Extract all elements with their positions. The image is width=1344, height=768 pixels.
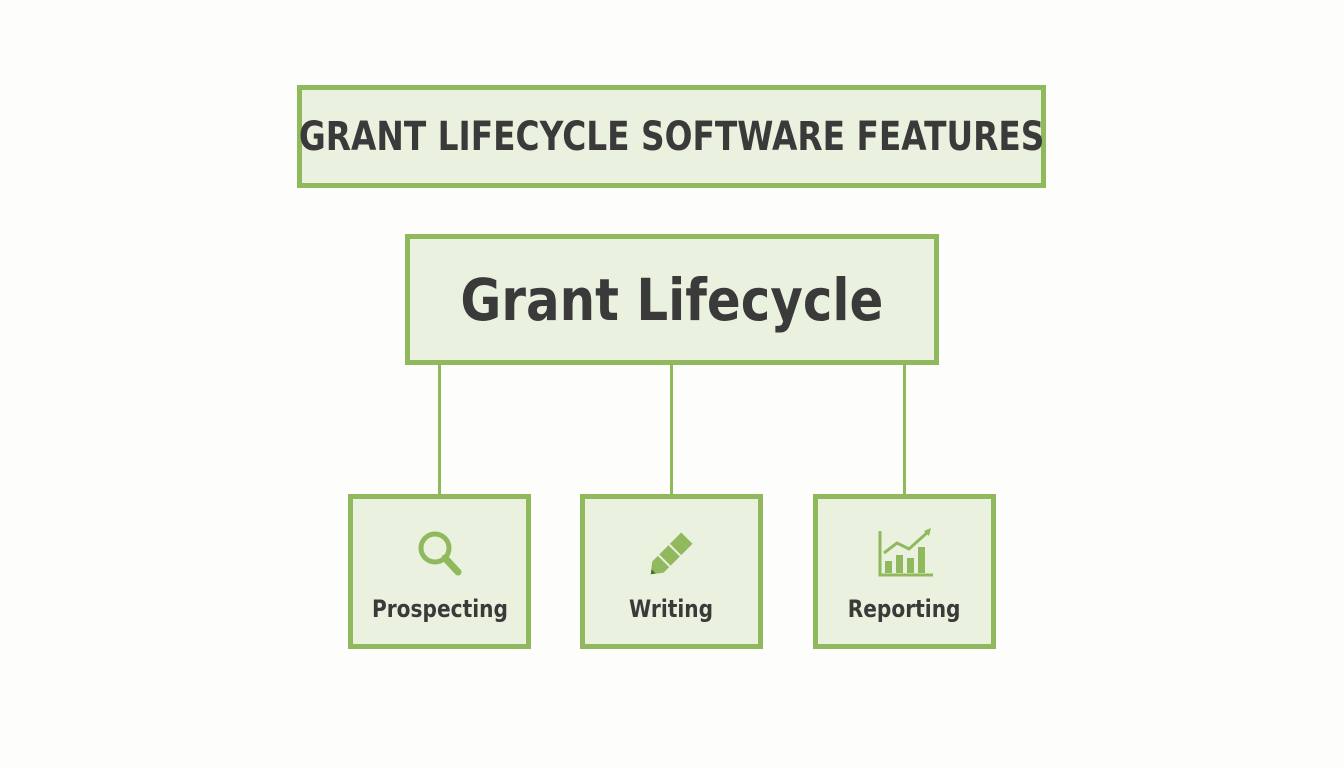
feature-label: Reporting: [848, 595, 961, 623]
bar-chart-icon: [875, 525, 935, 581]
diagram-title: GRANT LIFECYCLE SOFTWARE FEATURES: [298, 113, 1045, 160]
connector-writing: [670, 365, 673, 494]
feature-node-prospecting: Prospecting: [348, 494, 531, 649]
center-node: Grant Lifecycle: [405, 234, 939, 365]
connector-prospecting: [438, 365, 441, 494]
connector-reporting: [903, 365, 906, 494]
magnifying-glass-icon: [410, 525, 470, 581]
feature-label: Prospecting: [371, 595, 508, 623]
feature-node-writing: Writing: [580, 494, 763, 649]
center-node-label: Grant Lifecycle: [460, 265, 884, 334]
feature-node-reporting: Reporting: [813, 494, 996, 649]
feature-label: Writing: [629, 595, 714, 623]
pencil-icon: [642, 525, 702, 581]
title-box: GRANT LIFECYCLE SOFTWARE FEATURES: [297, 85, 1046, 188]
